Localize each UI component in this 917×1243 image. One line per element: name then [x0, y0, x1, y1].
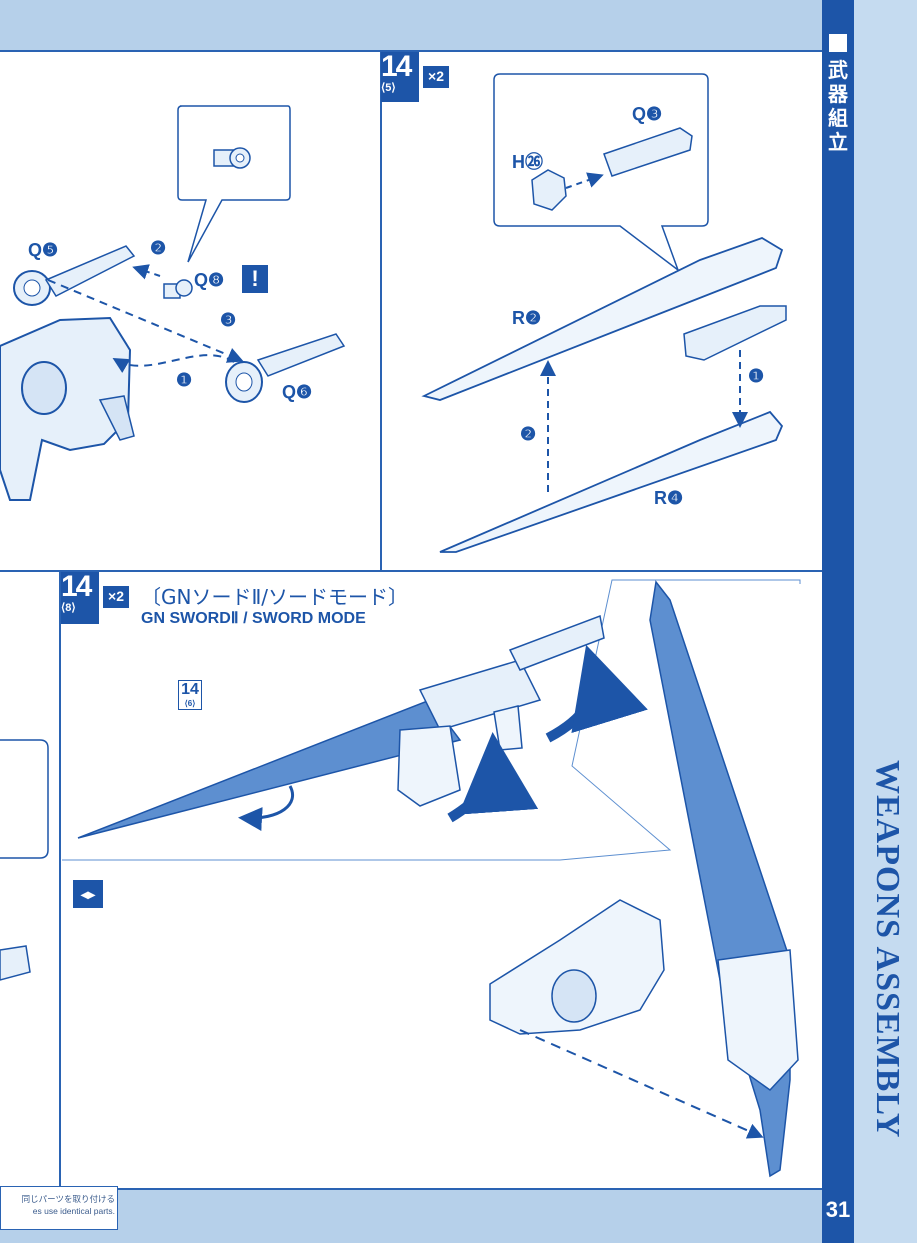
- sword-long-view: [649, 580, 799, 1178]
- arrow-order-2-top-right: ❷: [520, 424, 537, 444]
- part-h26: [531, 169, 567, 211]
- part-label-q5: Q❺: [28, 240, 59, 260]
- flip-view-icon: ◂▸: [73, 880, 103, 908]
- part-q6: [225, 333, 346, 403]
- arrow-order-1-top-left: ❶: [176, 370, 193, 390]
- bottom-band: [0, 1190, 822, 1243]
- warning-badge: !: [242, 265, 268, 293]
- part-label-q6: Q❻: [282, 382, 313, 402]
- page-number: 31: [825, 1197, 851, 1222]
- title-square-icon: [829, 34, 847, 52]
- arrow-order-2-top-left: ❷: [150, 238, 167, 258]
- callout-sword-mode: [62, 579, 801, 861]
- step-number-top-right: 14 ⟨5⟩: [381, 52, 419, 102]
- panel-bottom-main: [59, 570, 824, 1190]
- part-label-h26: H㉖: [512, 152, 543, 172]
- count-badge-bottom: ×2: [101, 584, 131, 610]
- sidebar: [822, 0, 854, 1243]
- arrow-order-1-top-right: ❶: [748, 366, 765, 386]
- top-band: [0, 0, 822, 50]
- part-label-r2: R❷: [512, 308, 542, 328]
- callout-box-h26-q3: [493, 73, 709, 273]
- count-badge-top-right: ×2: [421, 64, 451, 90]
- section-title-jp: 武器組立: [828, 58, 848, 154]
- step-ref-bottom: ⟨8⟩: [61, 602, 76, 614]
- arm-with-hand: [489, 899, 665, 1035]
- part-q3: [603, 127, 693, 177]
- step-number-bottom: 14 ⟨8⟩: [61, 572, 99, 624]
- part-q5: [13, 245, 136, 306]
- mode-title-jp: 〔GNソードⅡ/ソードモード〕: [141, 585, 409, 609]
- mode-title-en: GN SWORDⅡ / SWORD MODE: [141, 610, 366, 627]
- footer-note: 同じパーツを取り付ける es use identical parts.: [0, 1186, 118, 1230]
- panel-bottom-left: [0, 570, 61, 1190]
- callout-box-q8: [177, 105, 291, 263]
- part-label-r4: R❹: [654, 488, 684, 508]
- part-r4: [439, 410, 784, 553]
- sword-gn-sword-ii: [77, 614, 605, 839]
- side-strip: [854, 0, 917, 1243]
- mini-step-reference: 14 ⟨6⟩: [178, 680, 202, 710]
- section-title-en: WEAPONS ASSEMBLY: [869, 760, 906, 1139]
- gun-grip-assembly: [0, 316, 135, 501]
- part-label-q3: Q❸: [632, 104, 663, 124]
- step-ref: ⟨5⟩: [381, 82, 396, 94]
- part-q8: [163, 279, 193, 299]
- sub-assembly: [683, 305, 787, 361]
- part-r2: [421, 237, 784, 401]
- arrow-order-3-top-left: ❸: [220, 310, 237, 330]
- part-label-q8: Q❽: [194, 270, 225, 290]
